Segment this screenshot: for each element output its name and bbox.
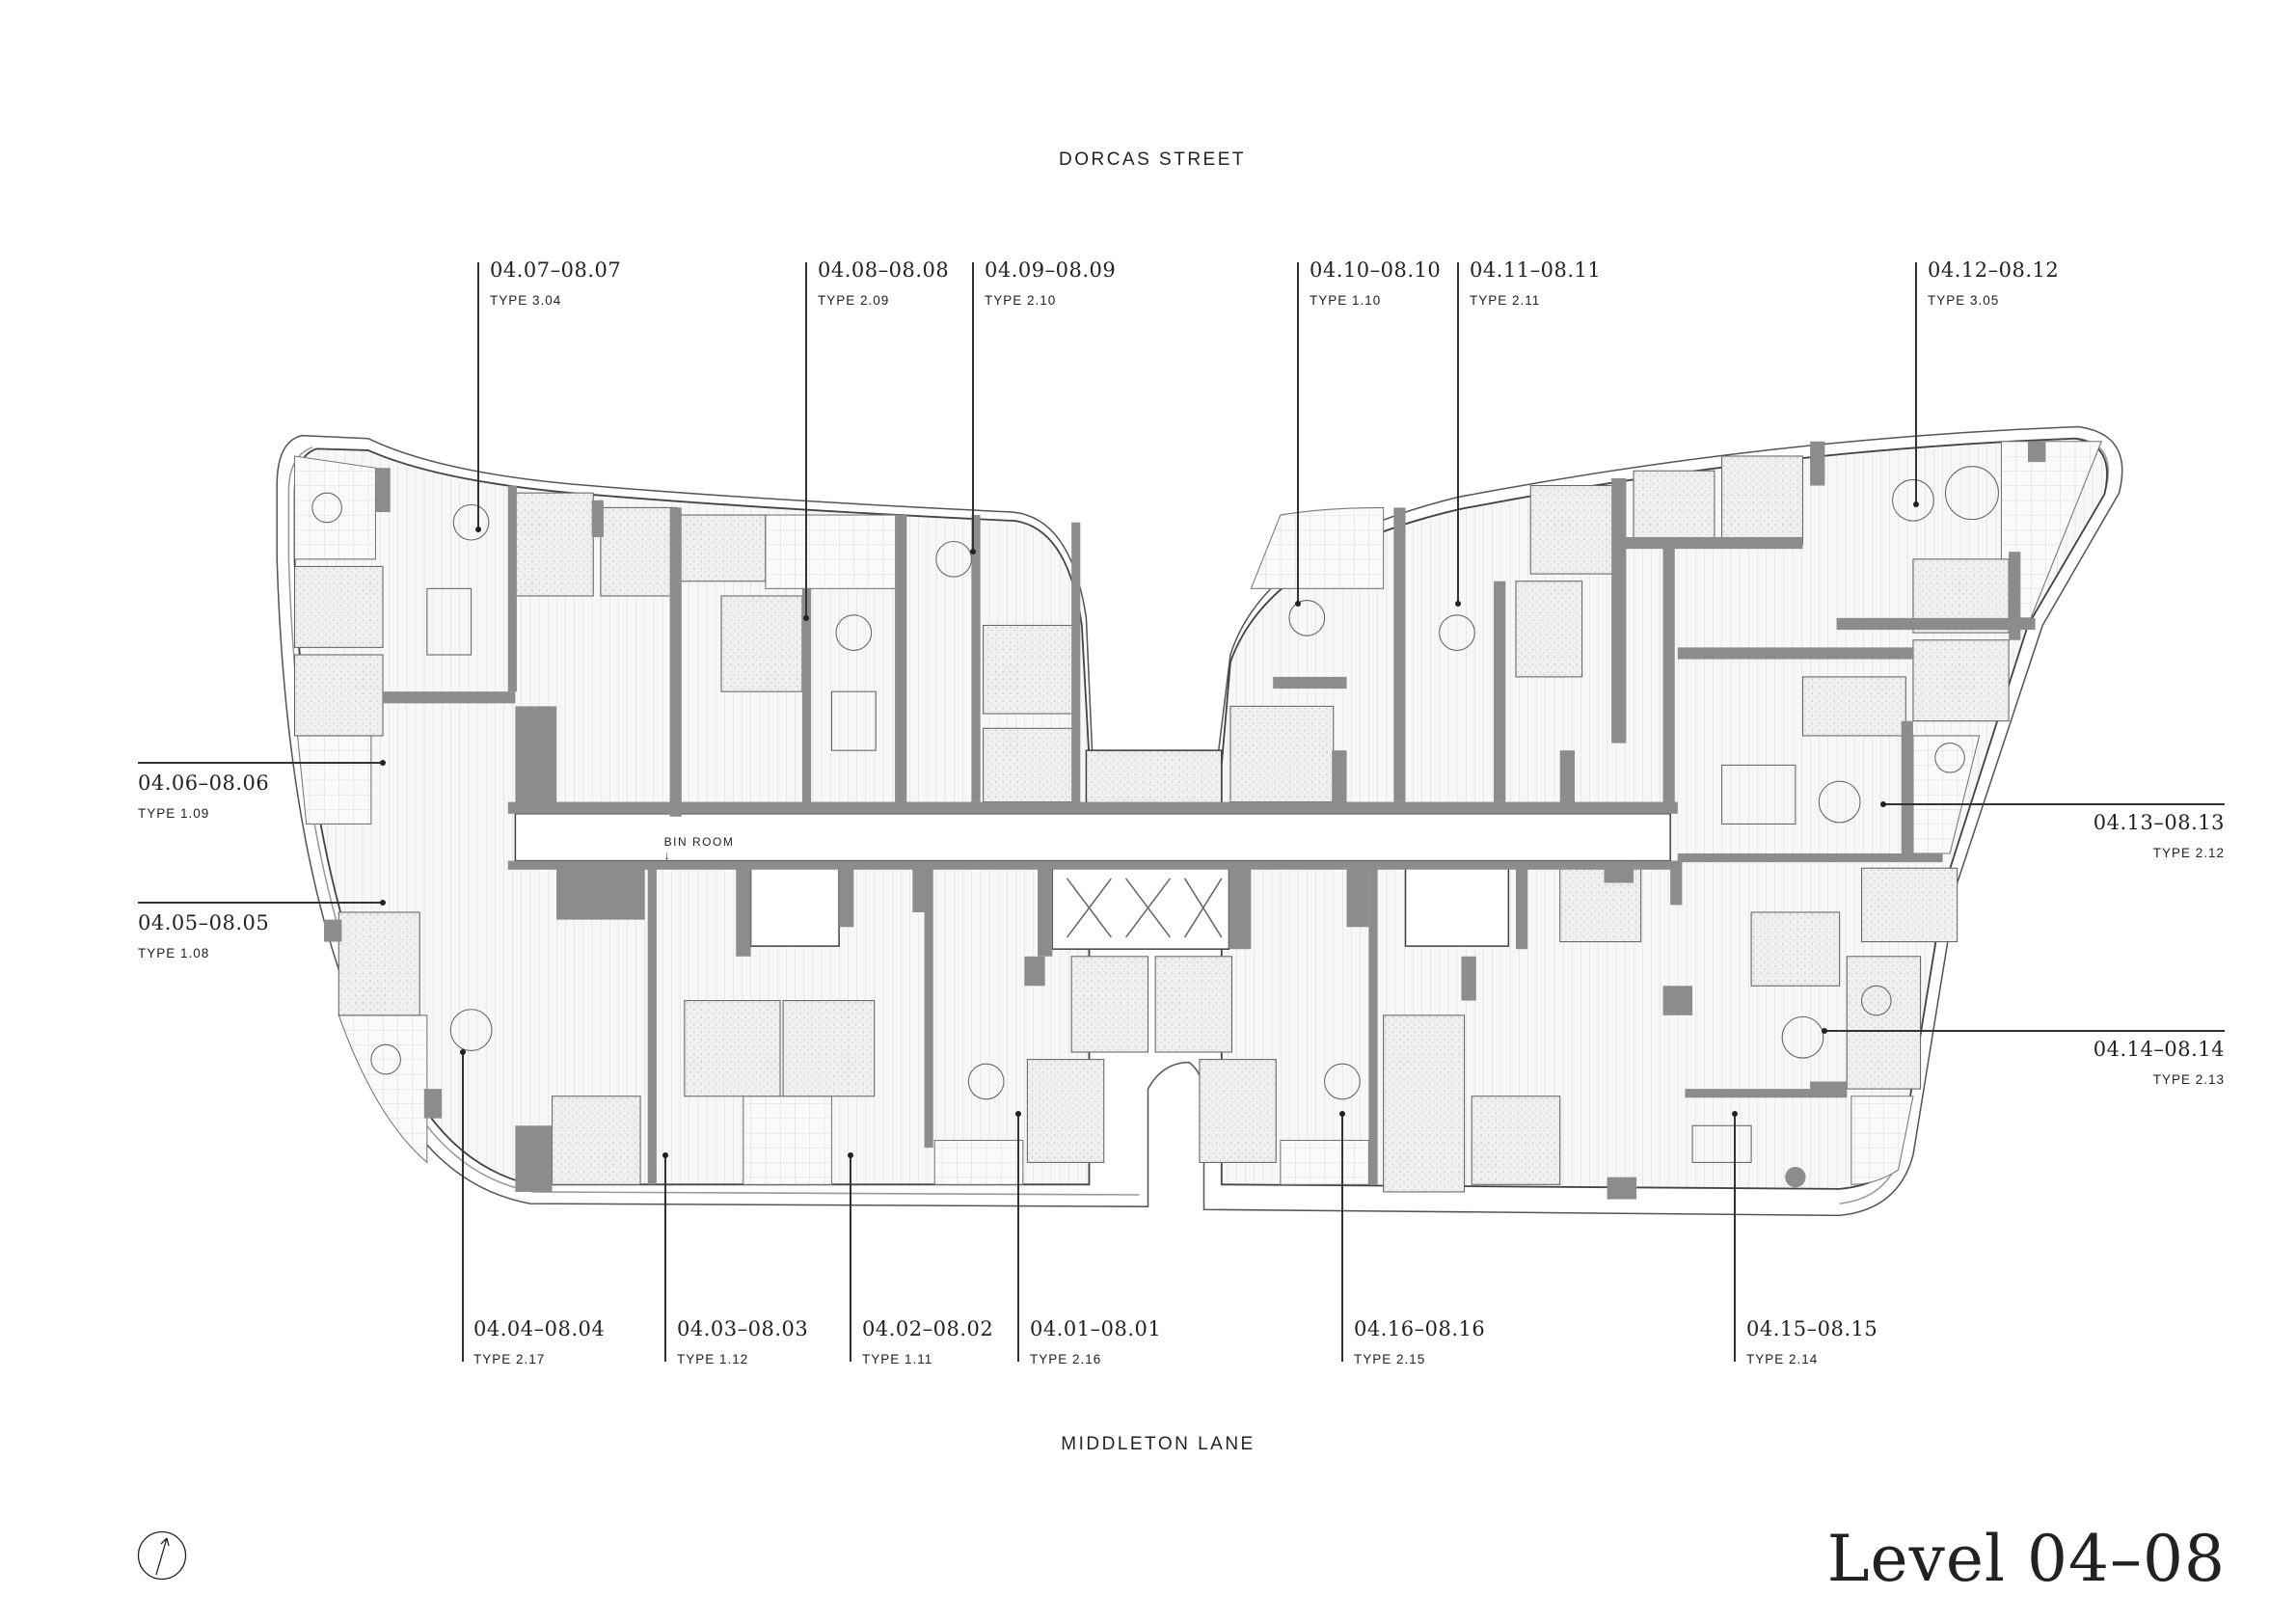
leader-dot xyxy=(1732,1111,1738,1117)
leader-line xyxy=(1734,1114,1736,1362)
unit-type: TYPE 1.12 xyxy=(677,1352,749,1366)
unit-id: 04.11–08.11 xyxy=(1470,258,1602,282)
unit-id: 04.12–08.12 xyxy=(1928,258,2060,282)
leader-line xyxy=(664,1155,666,1362)
unit-type: TYPE 2.12 xyxy=(2152,846,2225,860)
leader-line xyxy=(805,262,807,618)
unit-type: TYPE 2.17 xyxy=(473,1352,546,1366)
unit-type: TYPE 2.15 xyxy=(1354,1352,1426,1366)
leader-line xyxy=(1017,1114,1019,1362)
unit-id: 04.01–08.01 xyxy=(1030,1317,1162,1340)
unit-type: TYPE 2.10 xyxy=(985,293,1057,308)
leader-line xyxy=(138,902,383,904)
leader-line xyxy=(1341,1114,1343,1362)
unit-type: TYPE 1.10 xyxy=(1310,293,1382,308)
street-label-bottom: MIDDLETON LANE xyxy=(1061,1434,1256,1454)
unit-id: 04.15–08.15 xyxy=(1746,1317,1878,1340)
unit-id: 04.09–08.09 xyxy=(985,258,1117,282)
leader-dot xyxy=(380,900,386,906)
furniture xyxy=(311,466,1999,1163)
leader-dot xyxy=(1295,601,1301,607)
unit-type: TYPE 2.11 xyxy=(1470,293,1541,308)
unit-type: TYPE 1.11 xyxy=(862,1352,933,1366)
unit-type: TYPE 3.05 xyxy=(1928,293,2000,308)
leader-line xyxy=(1915,262,1917,504)
leader-line xyxy=(462,1052,464,1362)
unit-id: 04.14–08.14 xyxy=(2093,1038,2225,1061)
leader-dot xyxy=(803,615,809,621)
unit-id: 04.10–08.10 xyxy=(1310,258,1442,282)
leader-dot xyxy=(1913,501,1919,507)
street-label-top: DORCAS STREET xyxy=(1058,149,1247,170)
leader-dot xyxy=(662,1152,668,1158)
unit-id: 04.08–08.08 xyxy=(818,258,950,282)
lift-core xyxy=(749,864,1510,950)
leader-line xyxy=(850,1155,851,1362)
leader-dot xyxy=(970,549,976,555)
leader-dot xyxy=(848,1152,853,1158)
unit-type: TYPE 1.09 xyxy=(138,806,210,821)
unit-id: 04.13–08.13 xyxy=(2093,811,2225,834)
leader-line xyxy=(1883,803,2225,805)
bin-room-text: BIN ROOM xyxy=(663,835,735,849)
arrow-down-icon: ↓ xyxy=(663,849,672,862)
unit-type: TYPE 2.09 xyxy=(818,293,890,308)
unit-id: 04.04–08.04 xyxy=(473,1317,606,1340)
unit-id: 04.03–08.03 xyxy=(677,1317,809,1340)
balconies xyxy=(293,441,2103,1185)
north-arrow-icon xyxy=(137,1530,187,1581)
leader-dot xyxy=(380,760,386,766)
leader-line xyxy=(138,762,383,764)
leader-dot xyxy=(1822,1028,1827,1034)
unit-type: TYPE 1.08 xyxy=(138,946,210,960)
bedrooms xyxy=(293,455,2010,1193)
leader-dot xyxy=(1339,1111,1345,1117)
leader-line xyxy=(972,262,974,552)
unit-type: TYPE 2.13 xyxy=(2152,1072,2225,1087)
leader-line xyxy=(477,262,479,529)
unit-id: 04.07–08.07 xyxy=(490,258,622,282)
leader-dot xyxy=(1015,1111,1021,1117)
unit-type: TYPE 2.14 xyxy=(1746,1352,1819,1366)
bin-room-label: BIN ROOM↓ xyxy=(664,835,735,862)
unit-type: TYPE 2.16 xyxy=(1030,1352,1102,1366)
unit-id: 04.16–08.16 xyxy=(1354,1317,1486,1340)
leader-dot xyxy=(475,527,481,532)
leader-dot xyxy=(460,1049,466,1055)
unit-id: 04.05–08.05 xyxy=(138,911,270,934)
unit-type: TYPE 3.04 xyxy=(490,293,562,308)
link-bridge xyxy=(1085,749,1223,810)
leader-line xyxy=(1824,1030,2225,1032)
leader-dot xyxy=(1880,801,1886,807)
unit-id: 04.02–08.02 xyxy=(862,1317,994,1340)
leader-line xyxy=(1457,262,1459,604)
unit-id: 04.06–08.06 xyxy=(138,771,270,795)
walls xyxy=(324,441,2046,1200)
leader-line xyxy=(1297,262,1299,604)
leader-dot xyxy=(1455,601,1461,607)
level-title: Level 04–08 xyxy=(1826,1522,2226,1596)
